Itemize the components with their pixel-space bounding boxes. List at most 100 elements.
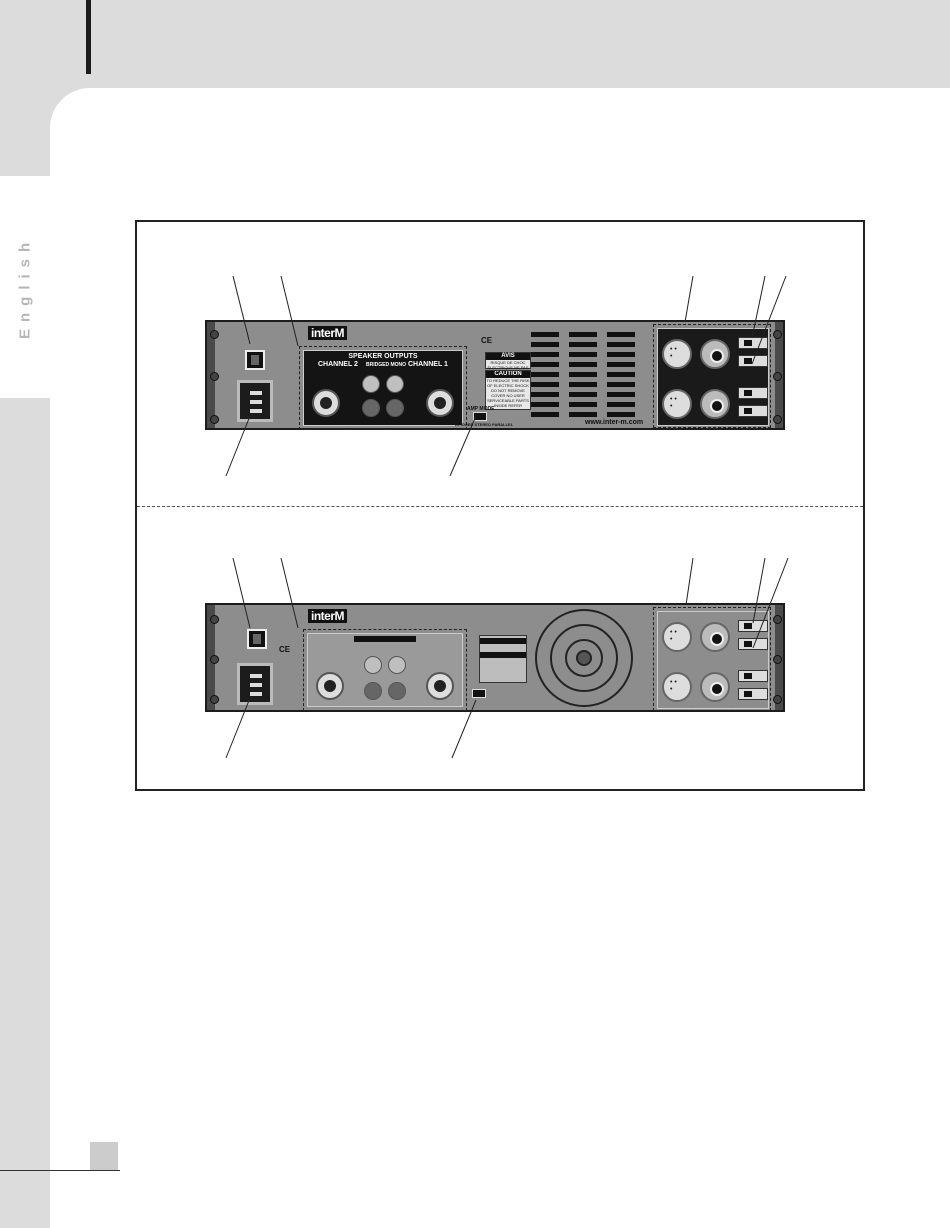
input-panel [657,611,769,709]
speaker-section-outline [303,629,467,711]
fan-grille-icon [535,609,633,707]
xlr-input-ch2 [662,389,692,419]
input-section-outline [653,607,771,711]
vent-slot [607,392,635,397]
input-switch[interactable] [738,337,768,349]
binding-post [364,656,382,674]
input-switch[interactable] [738,355,768,367]
binding-post [388,656,406,674]
screw-icon [210,615,219,624]
screw-icon [773,695,782,704]
warning-plate: AVIS RISQUE DE CHOC ELECTRIQUE NE PAS OU… [485,352,531,375]
rear-panel-bottom: CE interM [205,603,785,712]
vent-slot [607,362,635,367]
amp-mode-options: BRIDGED STEREO PARALLEL [455,422,514,427]
vent-slot [607,412,635,417]
vent-slot [569,352,597,357]
vent-slot [569,372,597,377]
vent-slot [531,342,559,347]
combo-input-ch2 [700,389,730,419]
vent-slot [569,362,597,367]
amp-mode-switch[interactable] [473,412,487,421]
screw-icon [210,695,219,704]
input-section-outline [653,324,771,428]
combo-input-ch1 [700,622,730,652]
vent-slot [607,372,635,377]
xlr-input-ch2 [662,672,692,702]
vent-slot [569,412,597,417]
vent-slot [531,412,559,417]
speaker-outputs-title: SPEAKER OUTPUTS [348,353,418,360]
sidebar-lower-band [0,398,50,1228]
fan-ring [565,639,603,677]
input-panel [657,328,769,426]
power-switch[interactable] [247,629,267,649]
speaker-output-panel: SPEAKER OUTPUTS CHANNEL 2 BRIDGED MONO C… [303,350,463,426]
caution-plate: CAUTION TO REDUCE THE RISK OF ELECTRIC S… [485,370,531,410]
input-switch[interactable] [738,620,768,632]
page-number-box [90,1142,118,1170]
input-switch[interactable] [738,638,768,650]
speakon-connector-ch1 [426,389,454,417]
vent-slot [607,402,635,407]
rear-panel-top: SPEAKER OUTPUTS CHANNEL 2 BRIDGED MONO C… [205,320,785,430]
speakon-connector-ch1 [426,672,454,700]
vent-slot [531,392,559,397]
screw-icon [210,330,219,339]
fan-ring [550,624,618,692]
binding-post [386,375,404,393]
screw-icon [773,655,782,664]
power-switch[interactable] [245,350,265,370]
label-plate [479,635,527,683]
binding-post [362,375,380,393]
website-url: www.inter-m.com [585,419,644,426]
figure-divider [137,506,863,507]
speaker-output-panel [307,633,463,707]
input-switch[interactable] [738,405,768,417]
header-accent-bar [86,0,91,74]
caution-title: CAUTION [486,371,530,378]
amp-mode-switch[interactable] [472,689,486,698]
vent-slot [531,332,559,337]
vent-slot [569,382,597,387]
brand-logo: interM [308,609,347,623]
vent-slot [531,402,559,407]
xlr-input-ch1 [662,622,692,652]
input-switch[interactable] [738,688,768,700]
sidebar-language-label: English [16,235,34,339]
input-switch[interactable] [738,387,768,399]
sidebar-tab-active [0,176,50,398]
caution-text: TO REDUCE THE RISK OF ELECTRIC SHOCK DO … [486,378,530,409]
compliance-marks: CE [481,336,493,345]
ac-inlet [237,663,273,705]
screw-icon [210,372,219,381]
speakon-connector-ch2 [312,389,340,417]
vent-slot [607,382,635,387]
speakon-connector-ch2 [316,672,344,700]
speaker-label-strip [354,636,416,642]
speaker-section-outline [299,346,467,430]
vent-slot [569,342,597,347]
compliance-marks: CE [279,645,291,654]
vent-slot [607,352,635,357]
binding-post [386,399,404,417]
vent-slot [531,352,559,357]
amp-mode-label: AMP MODE [467,406,495,412]
vent-slot [607,342,635,347]
bridged-mono-label: BRIDGED MONO [366,362,406,368]
vent-slot [531,382,559,387]
footer-rule [0,1170,120,1171]
screw-icon [773,415,782,424]
binding-post [364,682,382,700]
channel-1-label: CHANNEL 1 [408,361,448,368]
vent-slot [607,332,635,337]
vent-slot [569,332,597,337]
warning-plate-title: AVIS [486,353,530,360]
binding-post [388,682,406,700]
screw-icon [210,655,219,664]
channel-2-label: CHANNEL 2 [318,361,358,368]
screw-icon [773,330,782,339]
brand-logo: interM [308,326,347,340]
xlr-input-ch1 [662,339,692,369]
input-switch[interactable] [738,670,768,682]
